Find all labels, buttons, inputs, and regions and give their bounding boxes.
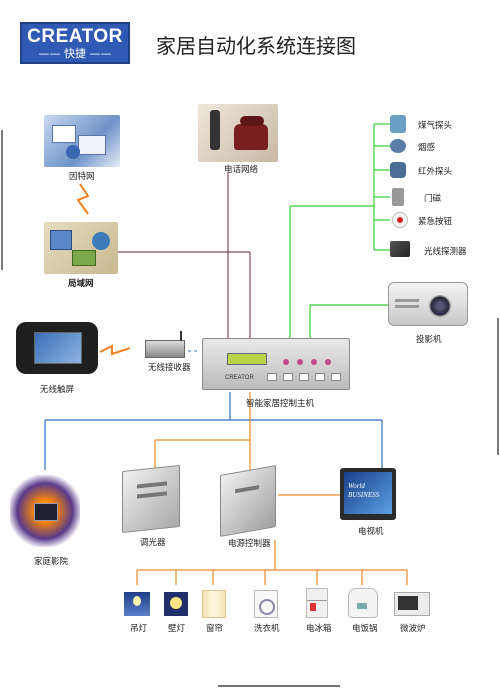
appliance-label-rice-cooker: 电饭锅 xyxy=(352,624,378,634)
sensor-label-door: 门磁 xyxy=(424,194,442,204)
chandelier-image xyxy=(124,592,150,616)
tv-image: World BUSINESS xyxy=(340,468,396,520)
phone-label: 电话网络 xyxy=(224,165,259,175)
appliance-label-fridge: 电冰箱 xyxy=(306,624,332,634)
infrared-sensor-icon xyxy=(390,162,406,178)
appliance-label-chandelier: 吊灯 xyxy=(130,624,148,634)
door-sensor-icon xyxy=(392,188,404,206)
sensor-label-smoke: 烟感 xyxy=(418,143,436,153)
wall-lamp-image xyxy=(164,592,188,616)
fridge-image xyxy=(306,588,328,618)
internet-lan-link xyxy=(76,183,90,215)
appliance-label-wall-lamp: 壁灯 xyxy=(168,624,186,634)
sensor-label-light: 光线探测器 xyxy=(424,247,467,257)
wireless-receiver-image xyxy=(145,331,185,358)
sensor-label-emergency: 紧急按钮 xyxy=(418,217,453,227)
emergency-button-icon xyxy=(392,212,408,228)
home-theater-image xyxy=(10,475,80,547)
home-theater-label: 家庭影院 xyxy=(34,557,69,567)
phone-network-lines xyxy=(118,172,251,338)
dimmer-image xyxy=(122,464,180,534)
gas-sensor-icon xyxy=(390,115,406,133)
microwave-image xyxy=(394,592,430,616)
dimmer-label: 调光器 xyxy=(140,538,166,548)
projector-label: 投影机 xyxy=(416,335,442,345)
creator-logo: CREATOR —— 快捷 —— xyxy=(20,22,130,64)
host-controller-label: 智能家居控制主机 xyxy=(246,399,315,409)
wireless-touch-link xyxy=(99,344,131,356)
power-controller-label: 电源控制器 xyxy=(228,539,271,549)
power-lines xyxy=(136,392,408,585)
host-panel-brand: CREATOR xyxy=(225,375,254,381)
rice-cooker-image xyxy=(348,588,378,618)
internet-image xyxy=(44,115,120,167)
curtain-image xyxy=(202,590,226,618)
av-lines xyxy=(44,392,383,470)
appliance-label-curtain: 窗帘 xyxy=(206,624,224,634)
sensor-label-gas: 煤气探头 xyxy=(418,121,453,131)
logo-subtitle: —— 快捷 —— xyxy=(38,47,112,60)
wireless-touchscreen-label: 无线触屏 xyxy=(40,385,75,395)
washer-image xyxy=(254,590,278,618)
light-sensor-icon xyxy=(390,241,410,257)
appliance-label-microwave: 微波炉 xyxy=(400,624,426,634)
sensor-label-infrared: 红外探头 xyxy=(418,167,453,177)
logo-brand: CREATOR xyxy=(27,26,123,47)
host-controller-image: CREATOR xyxy=(202,338,350,390)
wireless-receiver-label: 无线接收器 xyxy=(148,363,191,373)
sensor-lines xyxy=(289,123,390,338)
tv-label: 电视机 xyxy=(358,527,384,537)
power-controller-image xyxy=(220,465,276,537)
lan-image xyxy=(44,222,118,274)
tv-screen-text: World BUSINESS xyxy=(348,482,380,499)
internet-label: 因特网 xyxy=(69,172,95,182)
phone-image xyxy=(198,104,278,162)
page-title: 家居自动化系统连接图 xyxy=(156,34,356,58)
smoke-sensor-icon xyxy=(390,139,406,153)
wireless-touchscreen-image xyxy=(16,322,98,374)
appliance-label-washer: 洗衣机 xyxy=(254,624,280,634)
lan-label: 局域网 xyxy=(68,279,94,289)
projector-image xyxy=(388,282,468,326)
